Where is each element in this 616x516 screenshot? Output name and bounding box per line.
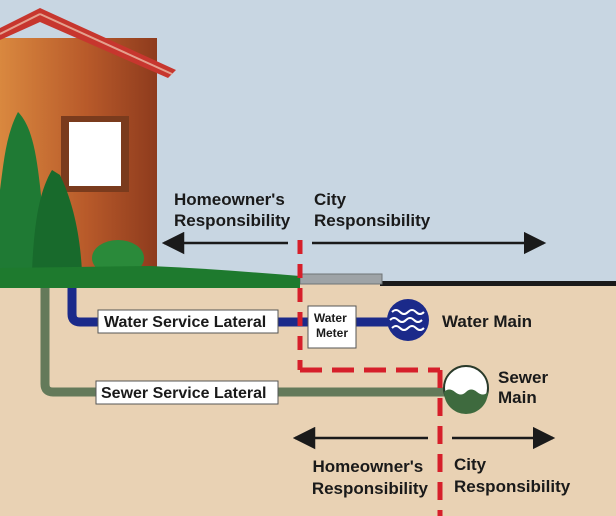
boundary-lines: [297, 240, 443, 516]
tree-right: [32, 170, 82, 272]
sewer-lateral-label-box: [95, 380, 279, 405]
water-main-icon: [387, 299, 429, 341]
water-meter-label: Water Meter: [314, 311, 350, 340]
homeowner-label-lower: Homeowner's Responsibility: [312, 457, 429, 498]
sewer-main-label: Sewer Main: [498, 368, 553, 407]
homeowner-label-upper: Homeowner's Responsibility: [174, 190, 291, 230]
water-lateral-label-box: [97, 309, 279, 334]
tree-left: [0, 112, 45, 272]
street-surface: [380, 281, 616, 286]
sidewalk-slab: [299, 273, 383, 285]
water-pipe: [67, 288, 400, 327]
city-label-lower: City Responsibility: [454, 455, 571, 496]
sewer-pipe: [40, 288, 452, 397]
water-lateral-label: Water Service Lateral: [104, 314, 266, 331]
water-meter: [307, 305, 357, 349]
sewer-main-icon: [443, 365, 489, 414]
pipes: [40, 288, 452, 397]
water-main-label: Water Main: [442, 312, 532, 331]
house-window: [69, 122, 121, 186]
lawn: [0, 266, 300, 288]
city-label-upper: City Responsibility: [314, 190, 431, 230]
house-roof: [0, 8, 176, 78]
sewer-lateral-label: Sewer Service Lateral: [101, 385, 266, 402]
